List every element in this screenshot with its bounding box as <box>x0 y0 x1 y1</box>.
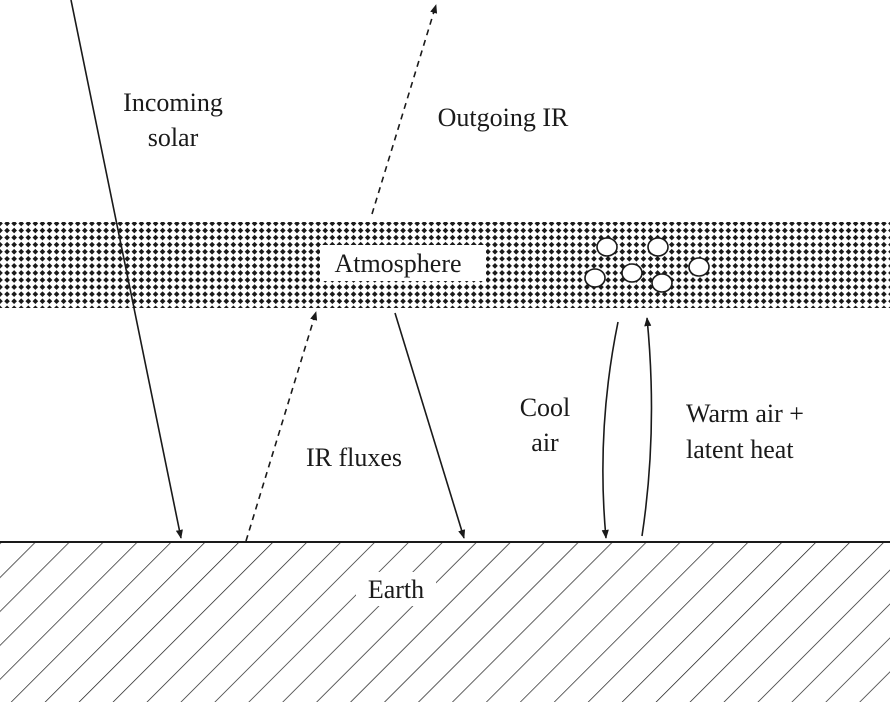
incoming-solar-label-line2: solar <box>148 123 199 152</box>
earth-surface <box>0 542 890 702</box>
earth-label: Earth <box>368 575 424 604</box>
earth-label-bg <box>356 572 436 606</box>
cool-air-label-line1: Cool <box>520 393 571 422</box>
cool-air-arrow <box>601 321 619 539</box>
warm-air-label-line1: Warm air + <box>686 399 804 428</box>
ir-flux-up-arrow <box>245 311 318 542</box>
warm-air-arrow <box>641 317 653 537</box>
outgoing-ir-label: Outgoing IR <box>438 103 569 132</box>
ir-fluxes-label: IR fluxes <box>306 443 402 472</box>
atmosphere-label: Atmosphere <box>334 249 461 278</box>
atmosphere-label-bg <box>320 245 486 281</box>
warm-air-label-line2: latent heat <box>686 435 794 464</box>
incoming-solar-label-line1: Incoming <box>123 88 223 117</box>
outgoing-ir-arrow <box>371 4 438 215</box>
cloud-droplets <box>584 237 710 293</box>
incoming-solar-arrow <box>70 0 183 539</box>
ir-flux-down-arrow <box>394 312 466 539</box>
cool-air-label-line2: air <box>531 428 559 457</box>
